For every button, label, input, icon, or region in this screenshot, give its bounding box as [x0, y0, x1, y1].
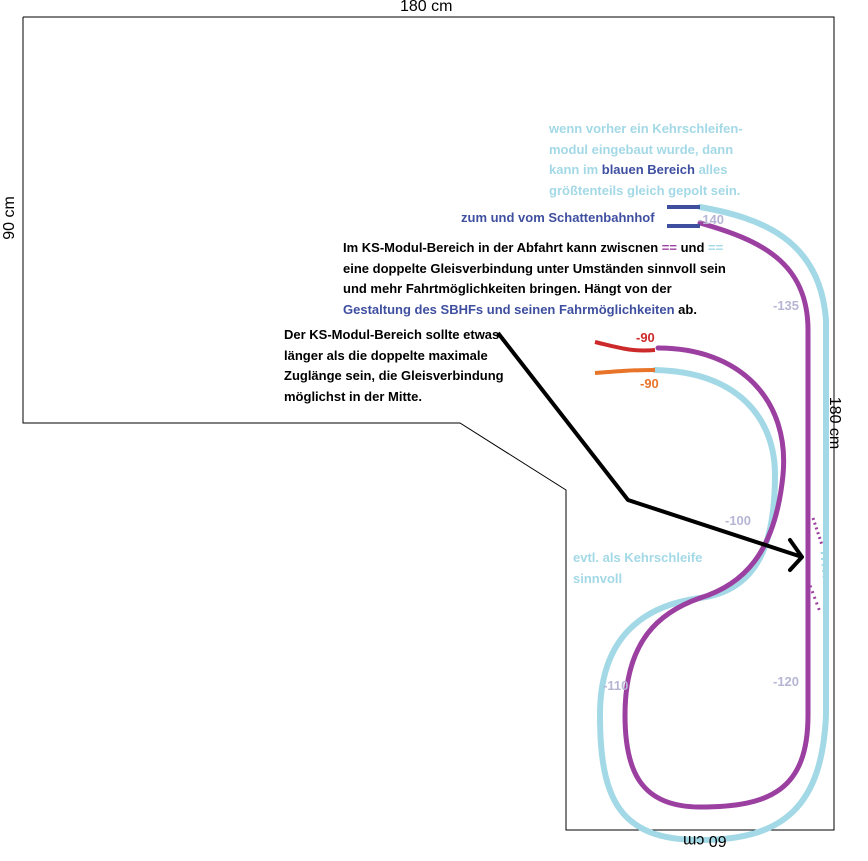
note-ks-exit-line2: eine doppelte Gleisverbindung unter Umst… [343, 260, 726, 276]
note-reverse-loop-line2: sinnvoll [573, 570, 623, 586]
note-blue-area-line3: kann im blauen Bereich alles [549, 162, 728, 177]
dimension-right: 180 cm [826, 396, 844, 450]
note-ks-length-line3: Zuglänge sein, die Gleisverbindung [284, 368, 504, 383]
note-reverse-loop: evtl. als Kehrschleife sinnvoll [573, 548, 702, 589]
note-ks-exit-line3: und mehr Fahrtmöglichkeiten bringen. Hän… [343, 281, 672, 296]
board-outline [22, 16, 835, 831]
dimension-left: 90 cm [0, 196, 18, 240]
note-reverse-loop-line1: evtl. als Kehrschleife [573, 550, 703, 565]
note-ks-exit-line4: Gestaltung des SBHFs und seinen Fahrmögl… [343, 301, 697, 317]
light-blue-equals-marker: == [708, 240, 724, 255]
track-label-135: -135 [773, 298, 800, 313]
note-blue-area: wenn vorher ein Kehrschleifen- modul ein… [549, 119, 743, 201]
track-label-90-orange: -90 [640, 376, 659, 391]
note-blue-area-line4: größtenteils gleich gepolt sein. [549, 182, 741, 198]
track-label-120: -120 [773, 674, 800, 689]
track-label-100: -100 [725, 513, 752, 528]
shadow-station-label: zum und vom Schattenbahnhof [461, 210, 655, 225]
purple-equals-marker: == [661, 240, 677, 255]
pointer-arrowhead [788, 538, 804, 572]
note-ks-length: Der KS-Modul-Bereich sollte etwas länger… [284, 325, 504, 407]
orange-track-stub [594, 368, 656, 375]
crossover-dots-upper [811, 517, 824, 546]
inner-track-purple [622, 220, 811, 810]
dimension-top: 180 cm [400, 0, 453, 15]
note-blue-area-line2: modul eingebaut wurde, dann [549, 141, 734, 157]
outer-track-light-blue [596, 204, 829, 844]
track-label-110: -110 [603, 678, 629, 693]
note-blue-area-line1: wenn vorher ein Kehrschleifen- [549, 121, 743, 136]
note-ks-exit: Im KS-Modul-Bereich in der Abfahrt kann … [343, 238, 726, 320]
track-label-90-red: -90 [636, 330, 655, 345]
note-ks-length-line1: Der KS-Modul-Bereich sollte etwas [284, 327, 500, 342]
note-ks-exit-line1: Im KS-Modul-Bereich in der Abfahrt kann … [343, 240, 724, 255]
note-ks-length-line4: möglichst in der Mitte. [284, 388, 422, 404]
sbhf-highlight: Gestaltung des SBHFs und seinen Fahrmögl… [343, 301, 675, 317]
pointer-arrow [496, 331, 803, 559]
crossover-dots-mid [820, 551, 828, 601]
dimension-bottom: 60 cm [683, 832, 727, 849]
blue-area-highlight: blauen Bereich [601, 162, 695, 177]
red-track-stub [594, 340, 656, 353]
note-ks-length-line2: länger als die doppelte maximale [284, 347, 488, 363]
track-label-140: -140 [698, 212, 725, 227]
